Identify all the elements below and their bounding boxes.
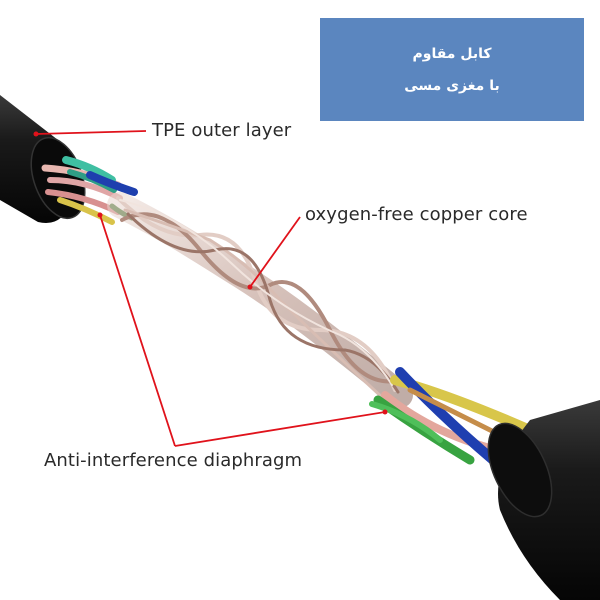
copper-braid-core [107,192,413,408]
label-tpe-outer-layer: TPE outer layer [152,120,292,141]
leader-diaphragm-right [174,411,386,447]
info-box: کابل مقاوم با مغزی مسی [320,18,584,121]
info-box-line-2: با مغزی مسی [404,77,500,94]
label-anti-interference-diaphragm: Anti-interference diaphragm [44,450,303,471]
label-copper-core: oxygen-free copper core [305,204,528,225]
info-box-line-1: کابل مقاوم [412,45,492,62]
leader-dots [33,131,388,415]
leader-tpe [35,130,147,135]
leader-copper [249,216,301,288]
leader-lines [35,130,386,447]
leader-diaphragm-left [99,214,176,447]
right-cable-jacket [487,400,600,600]
